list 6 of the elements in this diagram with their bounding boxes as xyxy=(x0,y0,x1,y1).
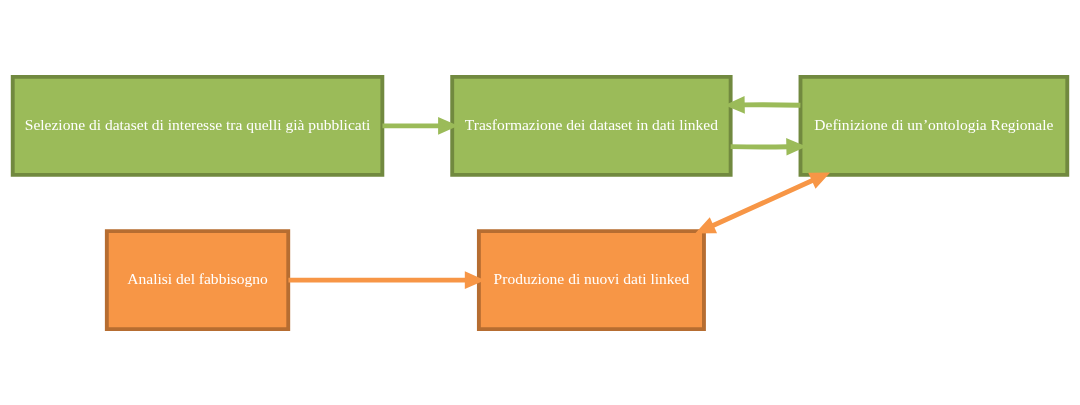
node-box: Definizione di un’ontologia Regionale xyxy=(798,74,1070,177)
arrow xyxy=(695,171,831,234)
node-box: Trasformazione dei dataset in dati linked xyxy=(450,74,733,177)
node-box: Analisi del fabbisogno xyxy=(104,228,291,331)
node-box: Selezione di dataset di interesse tra quelli già pubblicati xyxy=(10,74,385,177)
node-box: Produzione di nuovi dati linked xyxy=(476,228,706,331)
